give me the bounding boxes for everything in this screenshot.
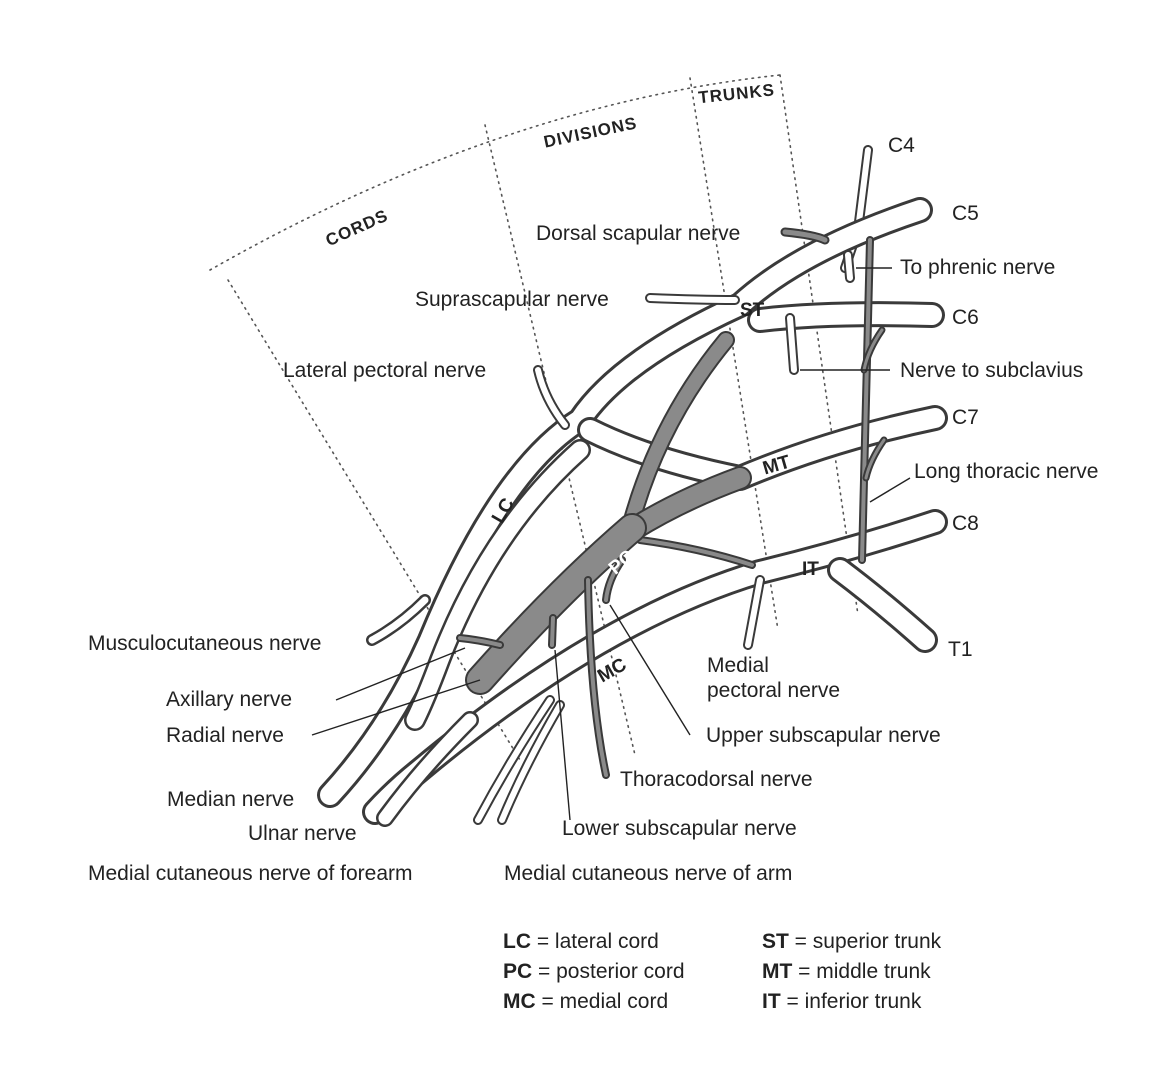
medial-pectoral-label-line1: Medial bbox=[707, 654, 769, 677]
legend-text: = inferior trunk bbox=[781, 990, 922, 1013]
root-c8-label: C8 bbox=[952, 512, 979, 535]
nerve-to-subclavius-label: Nerve to subclavius bbox=[900, 359, 1083, 382]
to-phrenic-label: To phrenic nerve bbox=[900, 256, 1055, 279]
legend-code: MC bbox=[503, 990, 536, 1013]
leader-lines bbox=[311, 267, 911, 821]
legend-text: = medial cord bbox=[536, 990, 668, 1013]
gray-nerves bbox=[456, 227, 888, 779]
thoracodorsal-label: Thoracodorsal nerve bbox=[620, 768, 813, 791]
region-cords-label: CORDS bbox=[323, 206, 391, 250]
legend-code: LC bbox=[503, 930, 531, 953]
radial-label: Radial nerve bbox=[166, 724, 284, 747]
legend-text: = lateral cord bbox=[531, 930, 659, 953]
musculocutaneous-label: Musculocutaneous nerve bbox=[88, 632, 321, 655]
legend-item-mc: MC = medial cord bbox=[503, 990, 668, 1013]
root-c7-label: C7 bbox=[952, 406, 979, 429]
ulnar-label: Ulnar nerve bbox=[248, 822, 357, 845]
legend-text: = superior trunk bbox=[789, 930, 942, 953]
legend-code: MT bbox=[762, 960, 792, 983]
superior-trunk-code: ST bbox=[740, 300, 765, 321]
legend: LC = lateral cord PC = posterior cord MC… bbox=[503, 930, 942, 1013]
legend-code: PC bbox=[503, 960, 532, 983]
white-nerves bbox=[317, 145, 948, 827]
legend-text: = posterior cord bbox=[532, 960, 684, 983]
legend-item-pc: PC = posterior cord bbox=[503, 960, 685, 983]
legend-text: = middle trunk bbox=[792, 960, 931, 983]
upper-subscapular-label: Upper subscapular nerve bbox=[706, 724, 941, 747]
medial-pectoral-label-line2: pectoral nerve bbox=[707, 679, 840, 702]
root-c4-label: C4 bbox=[888, 134, 915, 157]
legend-code: IT bbox=[762, 990, 781, 1013]
lateral-pectoral-label: Lateral pectoral nerve bbox=[283, 359, 486, 382]
root-c6-label: C6 bbox=[952, 306, 979, 329]
root-t1-label: T1 bbox=[948, 638, 973, 661]
long-thoracic-label: Long thoracic nerve bbox=[914, 460, 1098, 483]
legend-item-mt: MT = middle trunk bbox=[762, 960, 931, 983]
inferior-trunk-code: IT bbox=[802, 559, 819, 580]
outer-arc bbox=[209, 74, 781, 271]
lower-subscapular-label: Lower subscapular nerve bbox=[562, 817, 797, 840]
median-label: Median nerve bbox=[167, 788, 294, 811]
legend-item-lc: LC = lateral cord bbox=[503, 930, 659, 953]
region-trunks-label: TRUNKS bbox=[697, 80, 775, 107]
trunks-right-boundary bbox=[779, 74, 859, 616]
root-c5-label: C5 bbox=[952, 202, 979, 225]
legend-code: ST bbox=[762, 930, 789, 953]
medial-cutaneous-forearm-label: Medial cutaneous nerve of forearm bbox=[88, 862, 413, 885]
axillary-label: Axillary nerve bbox=[166, 688, 292, 711]
medial-cutaneous-arm-label: Medial cutaneous nerve of arm bbox=[504, 862, 792, 885]
legend-item-st: ST = superior trunk bbox=[762, 930, 942, 953]
dorsal-scapular-label: Dorsal scapular nerve bbox=[536, 222, 740, 245]
region-divisions-label: DIVISIONS bbox=[542, 113, 639, 151]
suprascapular-label: Suprascapular nerve bbox=[415, 288, 609, 311]
legend-item-it: IT = inferior trunk bbox=[762, 990, 922, 1013]
medial-cord-code: MC bbox=[594, 654, 630, 687]
trunks-left-boundary bbox=[689, 77, 779, 631]
